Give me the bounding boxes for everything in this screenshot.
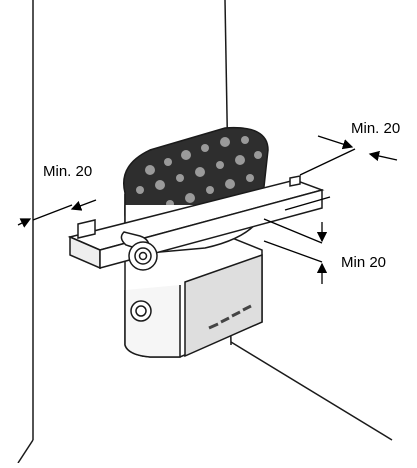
mounting-knob (120, 231, 158, 271)
dimension-right (284, 135, 398, 211)
dimension-left (17, 199, 97, 228)
dimension-bracket-label: Min 20 (341, 254, 386, 271)
floor-line (230, 341, 393, 441)
dimension-bracket (263, 218, 328, 284)
dimension-right-label: Min. 20 (351, 120, 400, 137)
dimension-left-label: Min. 20 (43, 163, 92, 180)
vent-grille (208, 304, 252, 330)
